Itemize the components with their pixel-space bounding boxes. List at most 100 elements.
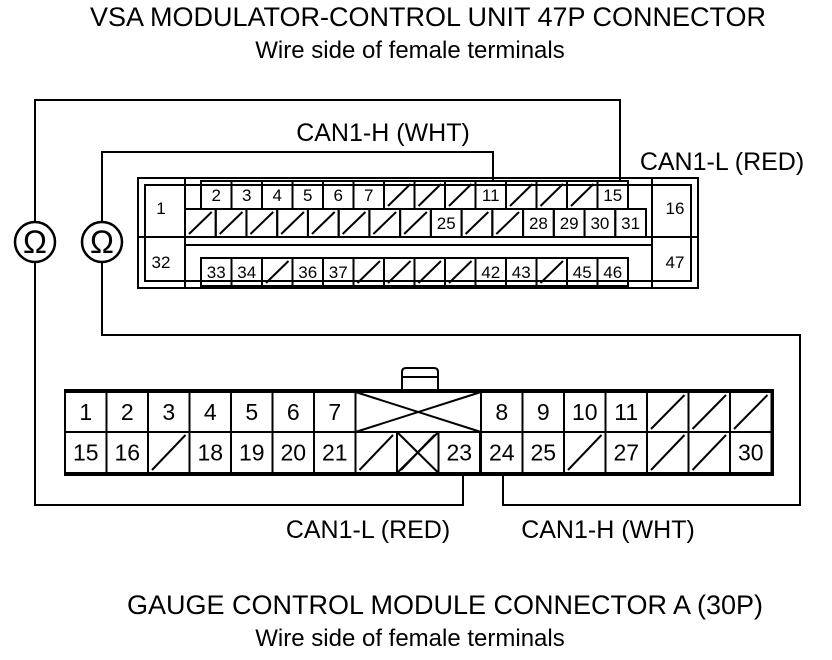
vsa-row3-cell-label: 37 (329, 263, 348, 282)
vsa-row3-cell-label: 45 (573, 263, 592, 282)
empty-slash (417, 183, 442, 207)
gauge-row2-left-cell-1: 16 (105, 431, 149, 474)
empty-slash (509, 183, 534, 207)
gauge-row1-right-cell-2: 10 (563, 391, 607, 433)
empty-slash (464, 211, 490, 235)
vsa-row3-cell-label: 42 (481, 263, 500, 282)
vsa-row2-cell-label: 25 (437, 214, 456, 233)
vsa-row2-cell-9 (460, 208, 494, 238)
empty-slash (265, 260, 290, 284)
wire-can-h-loop (101, 151, 801, 506)
ohmmeter-right: Ω (80, 220, 124, 264)
bottom-connector-subtitle: Wire side of female terminals (255, 625, 564, 652)
gauge-row1-right-cell-4 (646, 391, 690, 433)
gauge-key-block (354, 391, 482, 433)
empty-slash (151, 434, 187, 471)
gauge-row1-right-cell-0: 8 (480, 391, 524, 433)
vsa-row3-cell-label: 33 (207, 263, 226, 282)
vsa-row2-cell-14: 31 (614, 208, 647, 238)
top-connector-title: VSA MODULATOR-CONTROL UNIT 47P CONNECTOR (90, 2, 766, 32)
gauge-row2-left-cell-7 (354, 431, 398, 474)
gauge-row2-left-cell-label: 21 (322, 440, 348, 466)
vsa-row2-cell-5 (337, 208, 371, 238)
empty-slash (387, 183, 412, 207)
vsa-pin-16: 16 (666, 199, 685, 218)
gauge-row2-left-cell-label: 20 (280, 440, 306, 466)
gauge-row2-left-cell-9: 23 (437, 431, 481, 474)
vsa-row3-cell-label: 43 (512, 263, 531, 282)
gauge-row1-right-cell-1: 9 (521, 391, 565, 433)
wire-label-bottom-can-h: CAN1-H (WHT) (521, 516, 695, 544)
vsa-row1-cell-label: 15 (603, 186, 622, 205)
vsa-row1-cell-label: 6 (334, 186, 343, 205)
wire-can-l-loop (34, 99, 621, 506)
vsa-row3-cell-13: 46 (596, 257, 629, 287)
vsa-row1-cell-label: 2 (212, 186, 221, 205)
wire-lines (34, 99, 801, 506)
gauge-row1-right-cell-5 (687, 391, 731, 433)
vsa-row2-cell-7 (399, 208, 432, 238)
gauge-row1-right-cell-3: 11 (604, 391, 648, 433)
gauge-row2-right-cell-label: 25 (530, 440, 556, 466)
gauge-row1-right-cell-label: 10 (572, 399, 598, 425)
gauge-row2-right-cell-label: 30 (738, 440, 764, 466)
vsa-row3-cell-label: 36 (298, 263, 317, 282)
vsa-row1-cell-label: 7 (364, 186, 373, 205)
ohmmeter-left: Ω (13, 220, 57, 264)
vsa-row2-cell-label: 28 (529, 214, 548, 233)
vsa-pin-1: 1 (156, 199, 165, 218)
empty-slash (567, 434, 603, 471)
wire-label-top-can-h: CAN1-H (WHT) (296, 119, 470, 147)
empty-slash (358, 434, 394, 471)
empty-slash (650, 434, 686, 471)
gauge-row1-left-cell-label: 5 (245, 399, 258, 425)
gauge-row1-right-cell-label: 11 (614, 399, 638, 425)
gauge-row1-left-cell-label: 6 (287, 399, 300, 425)
empty-slash (539, 183, 564, 207)
wire-label-top-can-l: CAN1-L (RED) (640, 148, 804, 176)
vsa-row2-cell-3 (276, 208, 309, 238)
vsa-pin-47: 47 (666, 253, 685, 272)
wire-label-bottom-can-l: CAN1-L (RED) (286, 516, 450, 544)
empty-slash (448, 260, 473, 284)
gauge-row2-left-cell-label: 15 (73, 440, 99, 466)
gauge-row2-right-cell-label: 24 (489, 440, 515, 466)
empty-slash (733, 394, 769, 430)
gauge-row1-left-cell-4: 5 (230, 391, 274, 433)
empty-slash (570, 183, 595, 207)
gauge-row1-left-cell-6: 7 (313, 391, 357, 433)
empty-slash (356, 260, 381, 284)
gauge-row2-right-cell-3: 27 (604, 431, 648, 474)
gauge-row1-left-cell-label: 2 (121, 399, 134, 425)
vsa-row1-cell-label: 4 (273, 186, 282, 205)
gauge-connector-latch (401, 367, 439, 390)
gauge-row1-left-cell-0: 1 (64, 391, 108, 433)
gauge-row2-right-cell-6: 30 (729, 431, 773, 474)
gauge-row1-right-cell-label: 8 (495, 399, 508, 425)
empty-slash (188, 211, 213, 235)
empty-slash (219, 211, 244, 235)
ohm-symbol-right: Ω (90, 224, 114, 260)
vsa-row2-cell-0 (184, 208, 217, 238)
top-connector-subtitle: Wire side of female terminals (255, 37, 564, 64)
vsa-row2-cell-10 (491, 208, 525, 238)
empty-slash (341, 211, 367, 235)
vsa-row3-cell-label: 34 (237, 263, 256, 282)
vsa-row2-cell-1 (214, 208, 248, 238)
gauge-row2-right-cell-label: 27 (613, 440, 639, 466)
gauge-row2-right-cell-0: 24 (480, 431, 524, 474)
empty-slash (280, 211, 305, 235)
empty-slash (311, 211, 336, 235)
empty-slash (448, 183, 473, 207)
vsa-row2-cell-13: 30 (583, 208, 617, 238)
gauge-row2-left-cell-6: 21 (313, 431, 357, 474)
empty-slash (249, 211, 274, 235)
ohm-symbol-left: Ω (23, 224, 47, 260)
gauge-row2-left-cell-2 (147, 431, 191, 474)
vsa-row2-cell-6 (368, 208, 402, 238)
gauge-row1-left-cell-label: 1 (79, 399, 92, 425)
vsa-row2-cell-2 (245, 208, 279, 238)
